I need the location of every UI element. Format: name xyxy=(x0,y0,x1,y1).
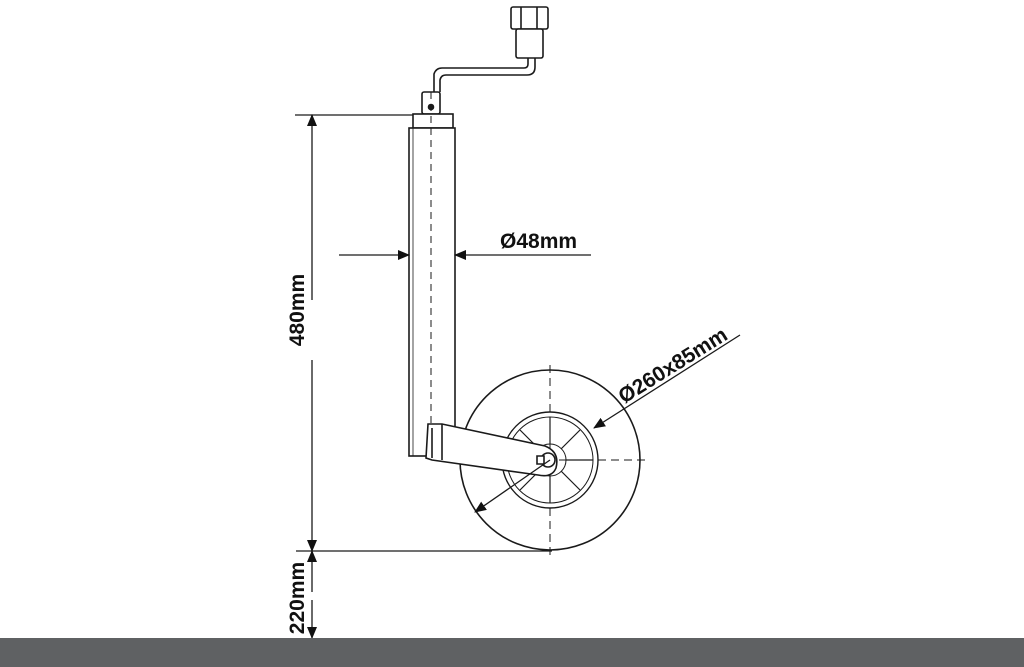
tube-diameter-label: Ø48mm xyxy=(500,230,577,253)
wheel-size-label: Ø260x85mm xyxy=(614,323,731,408)
crank-handle xyxy=(421,6,549,115)
dimension-height-upper xyxy=(295,114,552,552)
dimension-wheel-size xyxy=(474,334,741,513)
handle-knob-grip xyxy=(515,28,544,59)
bottom-bar xyxy=(0,638,1024,667)
handle-knob-top xyxy=(510,6,549,30)
jockey-wheel-diagram: Ø48mm Ø260x85mm 480mm 220mm xyxy=(286,6,741,638)
main-tube xyxy=(408,92,456,457)
height-upper-label: 480mm xyxy=(286,274,309,346)
height-lower-label: 220mm xyxy=(286,562,309,634)
